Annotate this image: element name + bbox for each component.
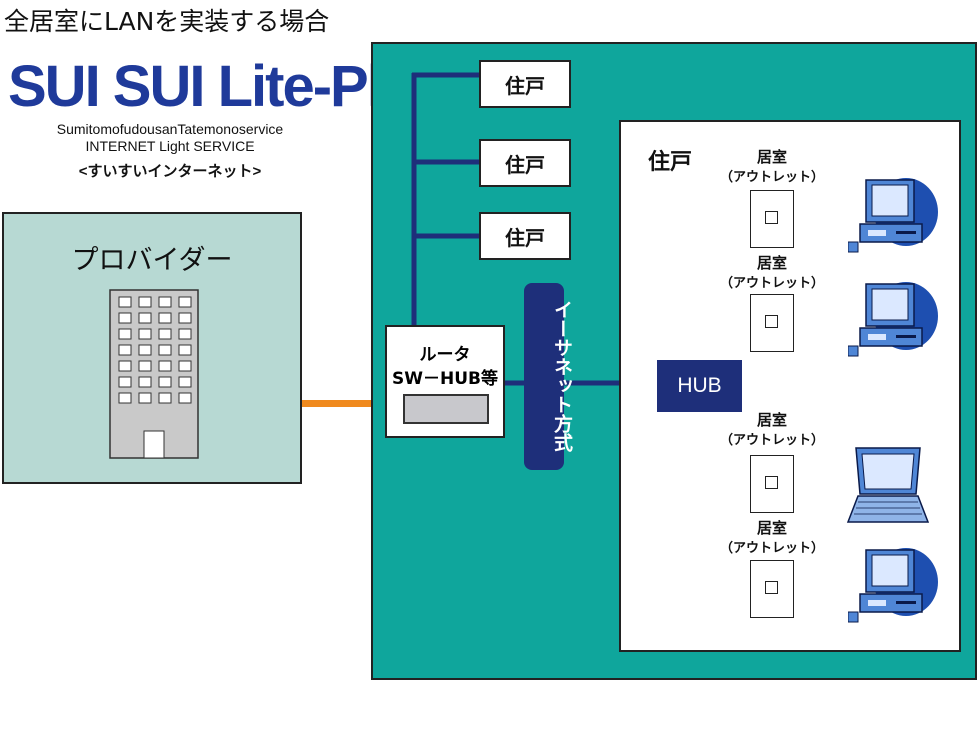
- room-outlet-label: （アウトレット）: [719, 276, 824, 291]
- desktop-pc-icon: [848, 178, 938, 253]
- room-outlet-label: （アウトレット）: [719, 170, 824, 185]
- hub-box: HUB: [657, 360, 742, 412]
- router-label: ルータ: [419, 345, 471, 365]
- lan-outlet: [750, 560, 794, 618]
- laptop-icon: [846, 447, 930, 523]
- room-label: 居室: [756, 254, 787, 272]
- logo-subtitle-service: INTERNET Light SERVICE: [85, 138, 255, 154]
- lan-outlet: [750, 294, 794, 352]
- router-port: [403, 394, 489, 424]
- ethernet-label-pill: イーサネット方式: [524, 283, 573, 470]
- room-label: 居室: [756, 519, 787, 537]
- unit-label: 住戸: [505, 152, 545, 177]
- room-label: 居室: [756, 148, 787, 166]
- hub-label: HUB: [677, 374, 722, 397]
- page-title: 全居室にLANを実装する場合: [4, 7, 330, 36]
- unit-label: 住戸: [505, 73, 545, 98]
- room-outlet-label: （アウトレット）: [719, 433, 824, 448]
- logo-subtitle-company: SumitomofudousanTatemonoservice: [56, 121, 284, 137]
- building-icon: [109, 289, 199, 459]
- lan-outlet: [750, 455, 794, 513]
- switch-hub-label: SW－HUB等: [392, 369, 498, 389]
- room-outlet-label: （アウトレット）: [719, 541, 824, 556]
- outlet-port: [765, 581, 778, 594]
- unit-box-2: 住戸: [479, 139, 571, 187]
- unit-label: 住戸: [505, 225, 545, 250]
- room-label: 居室: [756, 411, 787, 429]
- provider-cable: [302, 400, 402, 407]
- desktop-pc-icon: [848, 548, 938, 623]
- logo-subtitle-japanese: <すいすいインターネット>: [78, 163, 262, 180]
- outlet-port: [765, 476, 778, 489]
- desktop-pc-icon: [848, 282, 938, 357]
- home-unit-label: 住戸: [648, 150, 693, 175]
- outlet-port: [765, 315, 778, 328]
- unit-box-3: 住戸: [479, 212, 571, 260]
- outlet-port: [765, 211, 778, 224]
- lan-outlet: [750, 190, 794, 248]
- ethernet-label: イーサネット方式: [551, 300, 573, 452]
- router-box: ルータ SW－HUB等: [385, 325, 505, 438]
- provider-box: プロバイダー: [2, 212, 302, 484]
- provider-label: プロバイダー: [71, 245, 233, 276]
- unit-box-1: 住戸: [479, 60, 571, 108]
